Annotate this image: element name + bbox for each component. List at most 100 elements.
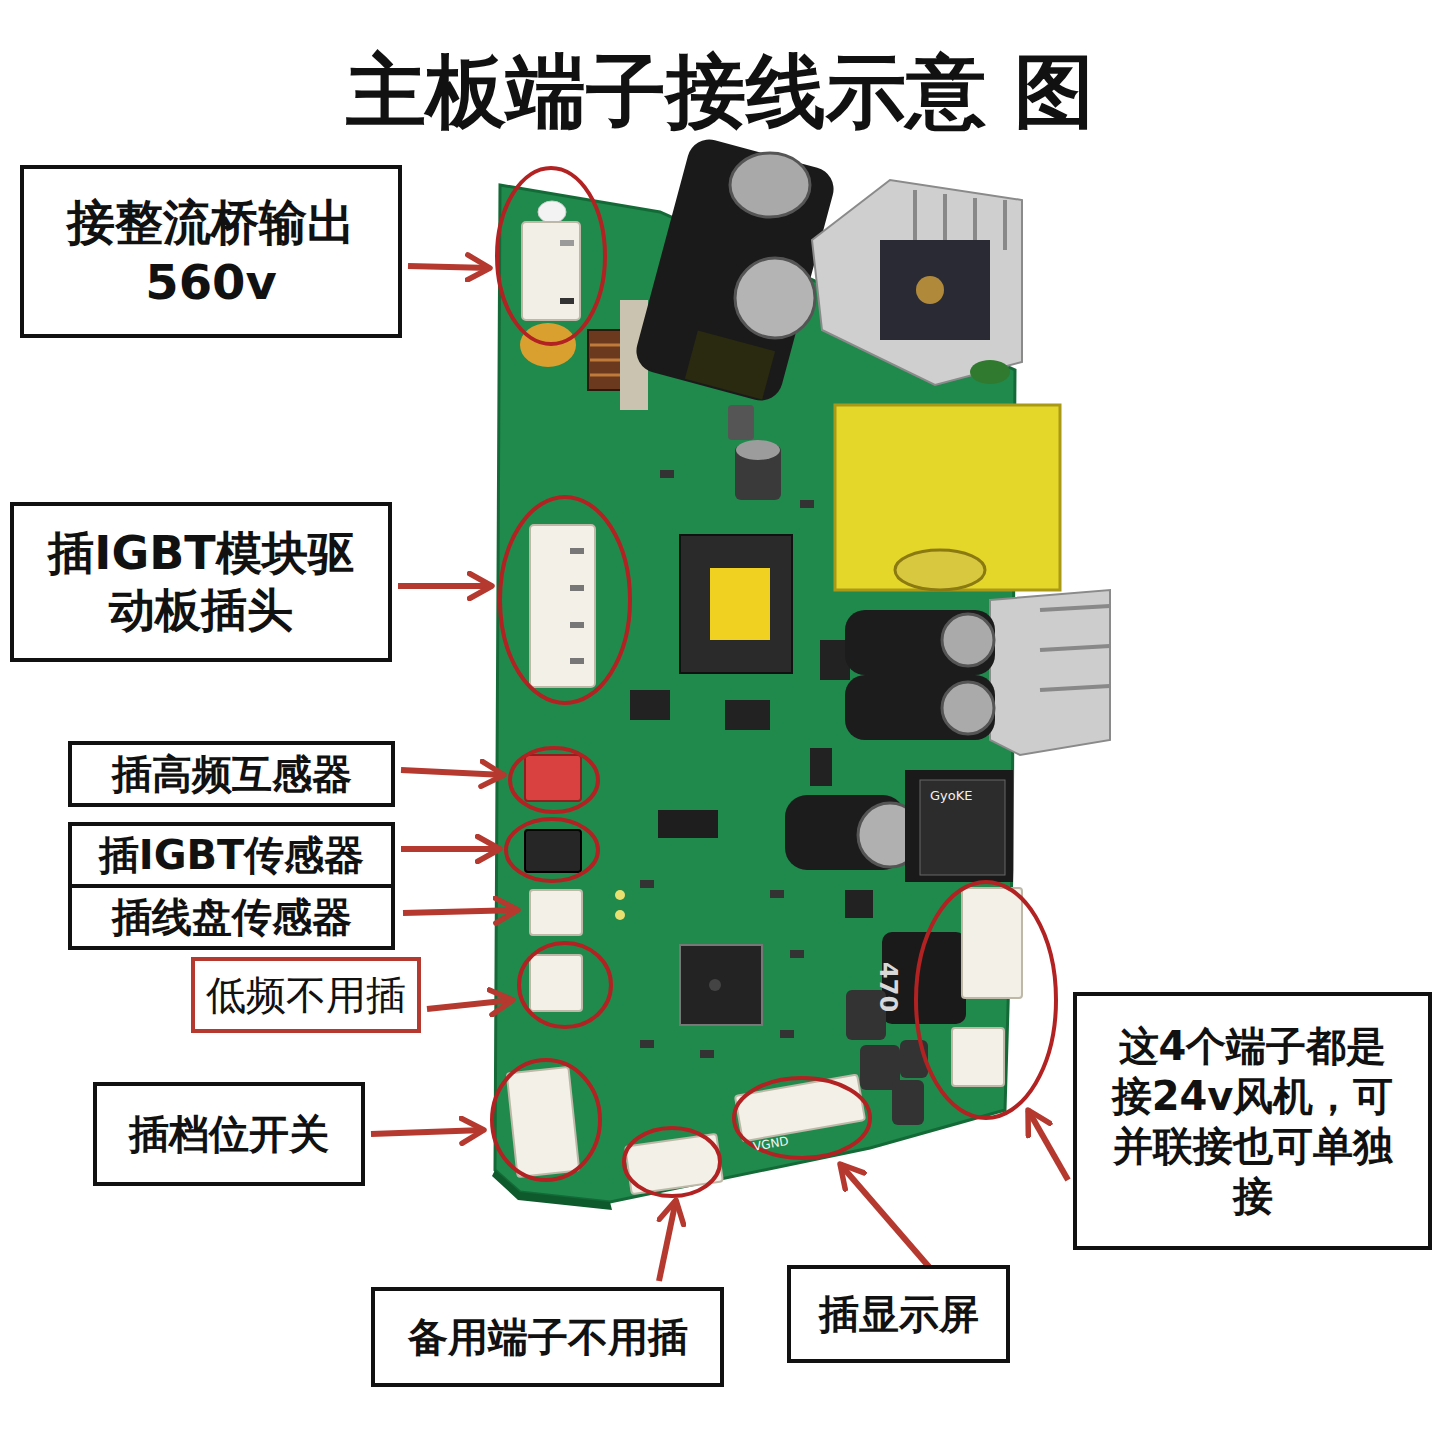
capacitor [631,135,838,406]
smd [640,1040,654,1048]
leader-arrow [401,846,500,852]
capacitor-top [942,682,994,734]
callout-box: 插档位开关 [93,1082,365,1186]
callout-box: 备用端子不用插 [371,1287,724,1387]
callout-text: 这4个端子都是 接24v风机，可 并联接也可单独 接 [1093,1021,1412,1221]
leader-arrow [401,770,504,775]
callout-box: 插显示屏 [787,1265,1010,1363]
capacitor-band [685,330,775,399]
coil [895,550,985,590]
connector [530,525,595,687]
relay [905,770,1013,882]
callout-text: 插线盘传感器 [112,892,352,942]
highlight-ring [624,1128,720,1196]
fin [1040,686,1110,690]
smd [700,1050,714,1058]
capacitor [728,405,754,440]
pin [570,585,584,591]
pin [570,658,584,664]
leader-arrow [427,1000,513,1009]
callout-text: 插IGBT传感器 [99,830,365,880]
smd [770,890,784,898]
pcb-edge [492,1170,612,1210]
highlight-ring [519,943,611,1027]
board-marking: VGND [752,1134,790,1154]
fin [1040,606,1110,610]
smd [790,950,804,958]
led [615,910,625,920]
callout-text: 插高频互感器 [112,749,352,799]
leader-arrow [1028,1110,1068,1180]
callout-text: 插IGBT模块驱 动板插头 [26,525,376,640]
capacitor [845,675,995,740]
fin [1003,200,1007,250]
callout-text: 低频不用插 [206,970,406,1020]
leader-arrow [659,1200,676,1281]
ic [658,810,718,838]
highlight-ring [500,497,630,703]
connector [530,955,582,1011]
highlight-ring [492,1060,600,1180]
callout-box: 插IGBT模块驱 动板插头 [10,502,392,662]
leader-arrow [398,583,492,589]
callout-text: 插档位开关 [129,1109,329,1159]
smd [640,880,654,888]
board-marking: 470 [874,962,902,1012]
highlight-ring [916,882,1056,1118]
power-device [880,240,990,340]
relay-face [920,780,1005,875]
leader-arrow [408,266,490,268]
capacitor [892,1080,924,1125]
ic [630,690,670,720]
highlight-ring [497,168,605,344]
heatsink [990,590,1110,755]
transformer-core [710,568,770,640]
fin [1040,646,1110,650]
smd [780,1030,794,1038]
connector [507,1067,580,1177]
transformer [835,405,1060,590]
ic [845,890,873,918]
smd [800,500,814,508]
pin [570,622,584,628]
callout-text: 插显示屏 [819,1289,979,1339]
mcu [680,945,762,1025]
callout-box: 接整流桥输出 560v [20,165,402,338]
capacitor [970,360,1010,384]
leader-arrow [371,1130,484,1134]
connector [525,830,581,872]
callout-box: 插IGBT传感器 [68,822,395,888]
pin [570,548,584,554]
callout-box: 插高频互感器 [68,741,395,807]
callout-text: 接整流桥输出 560v [38,192,384,312]
capacitor-top [736,440,780,460]
connector [522,222,580,320]
screw [916,276,944,304]
connector [530,890,582,935]
page-title: 主板端子接线示意 图 [0,42,1440,142]
pin [560,240,574,246]
callout-box: 插线盘传感器 [68,884,395,950]
capacitor-top [735,258,815,338]
highlight-ring [734,1078,870,1158]
board-marking: GyoKE [930,788,972,803]
mount-hole [538,201,566,223]
callout-box: 低频不用插 [191,957,421,1033]
highlight-ring [506,819,598,881]
pin [560,298,574,304]
connector [735,1075,865,1142]
capacitor [845,610,995,675]
callout-box: 这4个端子都是 接24v风机，可 并联接也可单独 接 [1073,992,1432,1250]
resistor [810,748,832,786]
transformer [680,535,792,673]
mcu-dot [709,979,721,991]
capacitor-top [942,614,994,666]
led [615,890,625,900]
capacitor-top [730,153,810,217]
callout-text: 备用端子不用插 [408,1312,688,1362]
connector [952,1028,1004,1086]
connector [962,888,1022,998]
leader-arrow [403,910,518,913]
smd [660,470,674,478]
